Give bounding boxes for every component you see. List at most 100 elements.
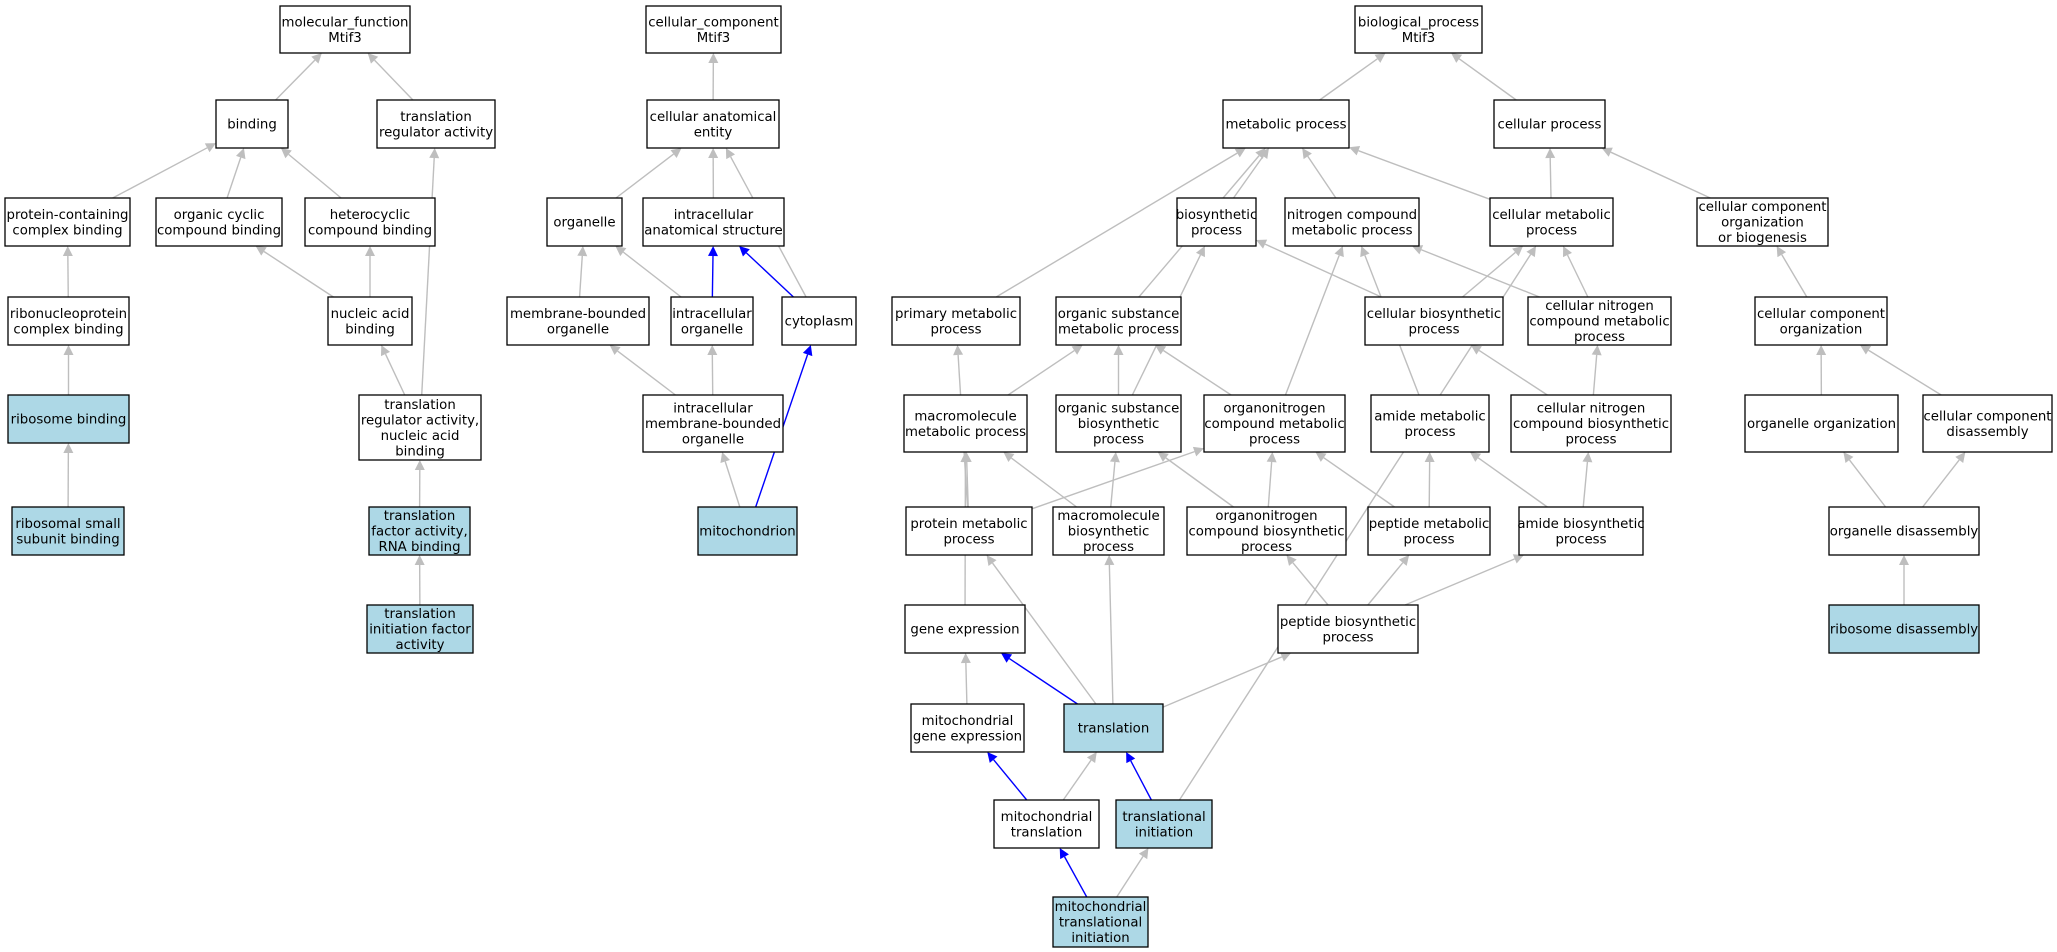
node-box [1828,604,1980,654]
arrowhead [577,246,588,257]
edge-line [711,255,714,298]
node-label-line: organelle [681,322,743,337]
is-a-edge [1899,555,1909,605]
node-label-line: translation [1078,722,1150,737]
arrowhead [1470,452,1482,462]
is-a-edge [255,246,334,298]
edge-line [1404,558,1515,606]
is-a-edge [1113,345,1124,395]
go-term-node: organelle organization [1744,394,1899,453]
edge-line [578,255,583,298]
node-box [11,506,125,556]
node-box [1052,896,1149,948]
is-a-edge [1470,345,1548,396]
is-a-edge [708,53,719,101]
is-a-edge [1451,53,1517,101]
edge-line [384,353,406,396]
is-a-edge [1302,148,1337,199]
arrowhead [1591,345,1602,356]
node-box [1754,296,1888,346]
arrowhead [1360,246,1370,258]
node-label-line: organic substance [1058,307,1180,322]
node-box [645,5,782,54]
node-box [546,197,623,247]
is-a-edge [987,752,1028,801]
arrowhead [802,345,813,357]
is-a-edge [62,246,73,298]
node-label-line: compound metabolic [1529,315,1669,330]
node-box [327,296,413,346]
node-label-line: process [1241,540,1292,555]
node-label-line: translational [1059,916,1142,931]
edge-line [275,59,316,101]
node-box [905,506,1033,556]
node-label-line: biosynthetic [1176,208,1258,223]
edge-line [1868,349,1942,396]
edge-line [1063,856,1088,898]
edge-line [617,350,676,396]
node-label-line: compound biosynthetic [1188,525,1344,540]
node-box [215,99,289,149]
go-term-node: binding [215,99,289,149]
edge-line [1116,856,1144,898]
node-label-line: cellular_component [648,15,779,30]
node-label-line: organization [1721,216,1804,231]
is-a-edge [1843,452,1887,508]
node-label-line: process [943,532,994,547]
edge-line [1462,251,1516,298]
edge-line [1007,349,1075,396]
node-label-line: amide biosynthetic [1517,517,1644,532]
node-box [697,506,798,556]
is-a-edge [1162,652,1292,708]
is-a-edge [1412,245,1540,298]
is-a-edge [112,143,216,199]
arrowhead [1126,752,1136,764]
node-label-line: process [1249,433,1300,448]
edge-line [1922,459,1960,508]
edge-line [374,59,414,101]
node-label-line: organonitrogen [1215,509,1317,524]
node-label-line: Mtif3 [1402,31,1436,46]
arrowhead [707,246,718,257]
is-a-edge [275,53,322,101]
is-a-edge [609,345,676,396]
node-box [1744,394,1899,453]
arrowhead [1071,345,1083,355]
edge-line [965,662,968,705]
is-a-edge [380,345,406,396]
arrowhead [708,53,719,64]
node-label-line: organization [1780,322,1863,337]
arrowhead [1899,555,1909,565]
node-label-line: primary metabolic [895,307,1017,322]
arrowhead [1192,446,1204,457]
node-label-line: binding [227,118,277,133]
arrowhead [1266,452,1277,463]
edge-line [1165,457,1234,508]
arrowhead [1302,148,1312,160]
edge-line [1062,759,1092,801]
node-label-line: gene expression [913,729,1022,744]
edge-line [1008,657,1078,705]
node-box [1510,394,1672,453]
node-label-line: factor activity, [371,525,467,540]
node-box [279,5,411,54]
node-label-line: process [1093,433,1144,448]
node-label-line: process [1574,330,1625,345]
node-label-line: translation [1011,825,1083,840]
node-box [1367,506,1491,556]
arrowhead [380,345,391,357]
edge-line [1108,564,1114,705]
node-box [1115,799,1213,849]
arrowhead [1003,452,1015,463]
edge-line [1549,157,1552,199]
